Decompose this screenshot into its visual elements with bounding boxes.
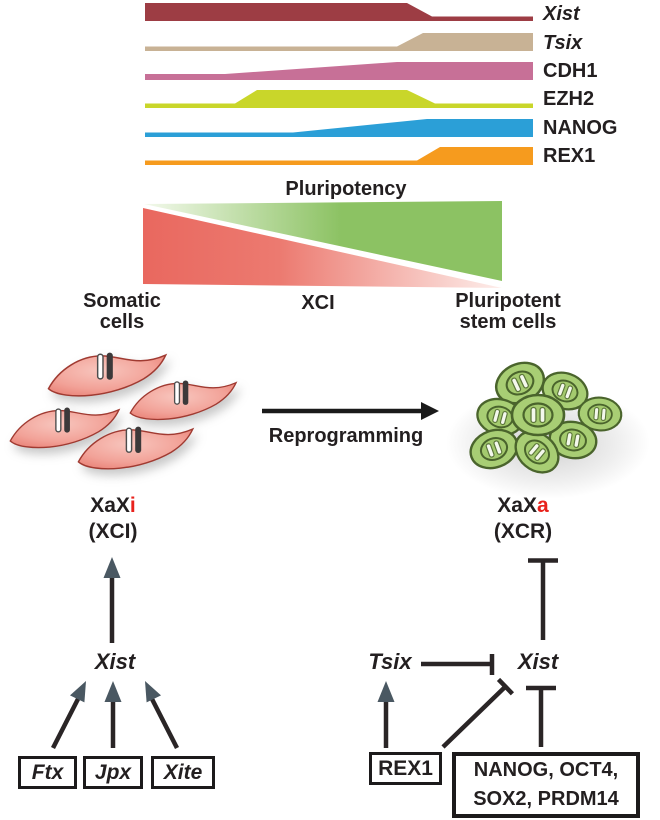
pluripotency-factors-box: NANOG, OCT4, SOX2, PRDM14 — [452, 752, 640, 818]
pluripotency-wedge — [144, 201, 502, 281]
right-state-sub-label: (XCR) — [493, 520, 553, 543]
left-network-arrowheads — [70, 557, 161, 703]
arrowhead-up-icon — [70, 681, 86, 703]
jpx-box-label: Jpx — [94, 760, 132, 784]
cdh1-expression-shape — [145, 62, 533, 80]
left-state-letter: i — [129, 494, 136, 517]
right-xist-hub-label: Xist — [517, 649, 559, 674]
right-network-arrows — [377, 558, 558, 749]
xist-expression-bar — [145, 3, 533, 21]
pluripotent-stem-cells-label: Pluripotent stem cells — [438, 291, 578, 333]
somatic-cells-label-line2: cells — [99, 311, 145, 333]
nanog-expression-bar — [145, 119, 533, 137]
wedges — [143, 201, 502, 288]
ftx-box: Ftx — [18, 756, 77, 789]
arrowhead-right-icon — [421, 402, 439, 420]
somatic-cell-cluster — [9, 351, 237, 470]
rex1-to-xist-inhibition-line — [441, 686, 506, 749]
rex1-box: REX1 — [369, 752, 442, 785]
ezh2-expression-shape — [145, 90, 533, 108]
pluripotent-stem-cells-label-line2: stem cells — [459, 311, 557, 333]
xci-wedge — [143, 208, 502, 288]
somatic-cells-label: Somatic cells — [52, 291, 192, 333]
rex1-box-label: REX1 — [378, 756, 433, 780]
left-state-main: XaX — [90, 494, 130, 517]
tsix-expression-bar — [145, 33, 533, 51]
left-network-arrows — [50, 557, 180, 750]
pluripotency-factors-line1: NANOG, OCT4, — [473, 759, 619, 781]
gene-label-tsix: Tsix — [543, 32, 583, 54]
ezh2-expression-bar — [145, 90, 533, 108]
cells-illustration — [9, 351, 650, 498]
tsix-expression-shape — [145, 33, 533, 51]
xist-expression-shape — [145, 3, 533, 21]
arrowhead-up-icon — [377, 681, 395, 702]
right-network-lines — [383, 558, 558, 749]
pluripotency-label: Pluripotency — [285, 178, 407, 200]
arrowhead-up-icon — [103, 557, 121, 578]
gene-label-xist: Xist — [543, 3, 580, 25]
rex1-expression-shape — [145, 147, 533, 165]
nanog-expression-shape — [145, 119, 533, 137]
arrowhead-up-icon — [104, 681, 122, 702]
pluripotency-factors-line2: SOX2, PRDM14 — [473, 788, 619, 810]
rex1-expression-bar — [145, 147, 533, 165]
right-state-main: XaX — [497, 494, 537, 517]
left-state-sub-label: (XCI) — [88, 520, 138, 543]
pluripotent-stem-cells-label-line1: Pluripotent — [455, 290, 561, 312]
xite-to-xist-arrow-line — [149, 697, 180, 750]
arrowhead-up-icon — [145, 681, 161, 703]
inhibition-tbar-icon — [496, 677, 515, 696]
somatic-cells-label-line1: Somatic — [83, 290, 161, 312]
xci-label: XCI — [301, 292, 335, 314]
reprogramming-arrow — [262, 402, 439, 420]
gene-label-cdh1: CDH1 — [543, 60, 598, 82]
gene-label-nanog: NANOG — [543, 117, 618, 139]
jpx-box: Jpx — [83, 756, 143, 789]
left-state-label: XaXi — [53, 494, 173, 517]
right-state-letter: a — [537, 494, 549, 517]
ftx-box-label: Ftx — [31, 760, 64, 784]
reprogramming-label: Reprogramming — [268, 425, 424, 447]
ftx-to-xist-arrow-line — [50, 697, 81, 750]
gene-label-rex1: REX1 — [543, 145, 596, 167]
xite-box: Xite — [151, 756, 215, 789]
cdh1-expression-bar — [145, 62, 533, 80]
right-state-label: XaXa — [463, 494, 583, 517]
tsix-hub-label: Tsix — [368, 649, 412, 674]
xite-box-label: Xite — [163, 760, 203, 784]
gene-label-ezh2: EZH2 — [543, 88, 595, 110]
left-network-lines — [50, 577, 180, 750]
left-xist-hub-label: Xist — [94, 649, 136, 674]
